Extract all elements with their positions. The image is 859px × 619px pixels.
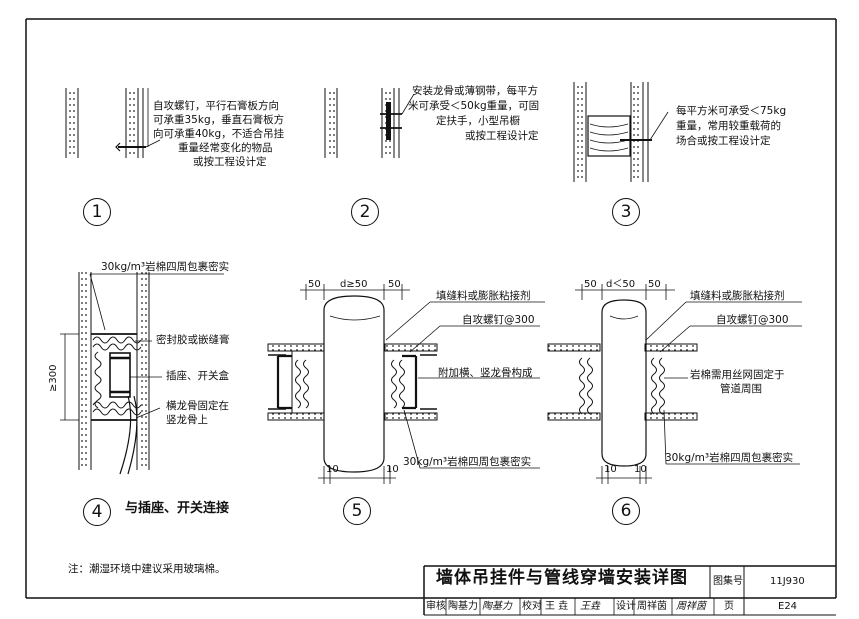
detail-2-note-line-1: 安装龙骨或薄钢带，每平方: [412, 85, 538, 97]
detail-5-dim-left: 50: [308, 279, 321, 290]
detail-3-note-line-1: 每平方米可承受＜75kg: [676, 105, 787, 117]
atlas-number: 11J930: [770, 576, 805, 587]
check-label: 校对: [522, 601, 542, 612]
detail-2-note-line-2: 米可承受＜50kg重量，可固: [408, 100, 540, 112]
detail-4-label-keel-2: 竖龙骨上: [166, 414, 208, 426]
designer-signature: 周祥茵: [676, 601, 706, 612]
reviewer-signature: 陶基力: [482, 601, 512, 612]
detail-5-dim-bottom-2: 10: [386, 464, 399, 475]
design-label: 设计: [616, 601, 636, 612]
detail-1-number: 1: [83, 198, 111, 226]
detail-2-note-line-4: 或按工程设计定: [465, 130, 539, 142]
detail-6-number: 6: [612, 497, 640, 525]
detail-1-drawing: [65, 88, 161, 158]
detail-6-label-screw: 自攻螺钉@300: [716, 314, 789, 326]
detail-6-drawing: [547, 284, 802, 484]
detail-1-note-line-4: 重量经常变化的物品: [178, 142, 273, 154]
detail-6-label-mesh-1: 岩棉需用丝网固定于: [690, 369, 785, 381]
detail-5-number: 5: [343, 497, 371, 525]
detail-4-caption: 与插座、开关连接: [125, 501, 230, 516]
checker-name: 王 垚: [545, 601, 569, 612]
detail-1-note-line-3: 向可承重40kg，不适合吊挂: [153, 128, 285, 140]
detail-4-number: 4: [83, 498, 111, 526]
detail-3-note-line-3: 场合或按工程设计定: [676, 135, 771, 147]
detail-6-dim-left: 50: [584, 279, 597, 290]
detail-3-note-line-2: 重量，常用较重载荷的: [676, 120, 781, 132]
atlas-number-label: 图集号: [713, 576, 743, 587]
page-label: 页: [724, 601, 734, 612]
reviewer-name: 陶基力: [448, 601, 478, 612]
detail-4-label-keel: 横龙骨固定在: [166, 400, 229, 412]
title-block-frame: [423, 565, 836, 616]
drawing-title: 墙体吊挂件与管线穿墙安装详图: [436, 568, 688, 588]
detail-5-dim-bottom-1: 10: [326, 464, 339, 475]
detail-3-number: 3: [612, 198, 640, 226]
detail-5-dim-mid: d≥50: [340, 279, 368, 290]
review-label: 审核: [426, 601, 446, 612]
detail-2-drawing: [324, 88, 415, 158]
detail-4-label-wool: 30kg/m³岩棉四周包裹密实: [101, 261, 230, 273]
detail-2-number: 2: [351, 198, 379, 226]
designer-name: 周祥茵: [637, 601, 667, 612]
detail-2-note-line-3: 定扶手，小型吊橱: [436, 115, 520, 127]
detail-6-dim-right: 50: [648, 279, 661, 290]
detail-5-drawing: [267, 284, 545, 484]
detail-6-dim-bottom-1: 10: [604, 464, 617, 475]
detail-4-dimension: ≥300: [48, 364, 59, 392]
general-note: 注：潮湿环境中建议采用玻璃棉。: [68, 563, 226, 575]
detail-1-note-line-5: 或按工程设计定: [193, 156, 267, 168]
detail-4-label-box: 插座、开关盒: [166, 370, 229, 382]
detail-5-label-filler: 填缝料或膨胀粘接剂: [436, 290, 531, 302]
detail-1-note-line-2: 可承重35kg，垂直石膏板方: [153, 114, 285, 126]
detail-5-label-screw: 自攻螺钉@300: [462, 314, 535, 326]
detail-6-dim-bottom-2: 10: [634, 464, 647, 475]
detail-4-drawing: [60, 272, 224, 475]
detail-6-label-filler: 填缝料或膨胀粘接剂: [690, 290, 785, 302]
detail-5-label-wool: 30kg/m³岩棉四周包裹密实: [403, 456, 532, 468]
page-number: E24: [778, 601, 798, 612]
detail-6-label-wool: 30kg/m³岩棉四周包裹密实: [665, 452, 794, 464]
checker-signature: 王垚: [580, 601, 600, 612]
detail-1-note-line-1: 自攻螺钉，平行石膏板方向: [153, 100, 279, 112]
detail-6-label-mesh-2: 管道周围: [720, 383, 762, 395]
detail-6-dim-mid: d＜50: [606, 279, 636, 290]
detail-5-label-keel: 附加横、竖龙骨构成: [438, 367, 533, 379]
detail-3-drawing: [573, 82, 669, 182]
detail-4-label-sealant: 密封胶或嵌缝膏: [156, 334, 230, 346]
detail-5-dim-right: 50: [388, 279, 401, 290]
